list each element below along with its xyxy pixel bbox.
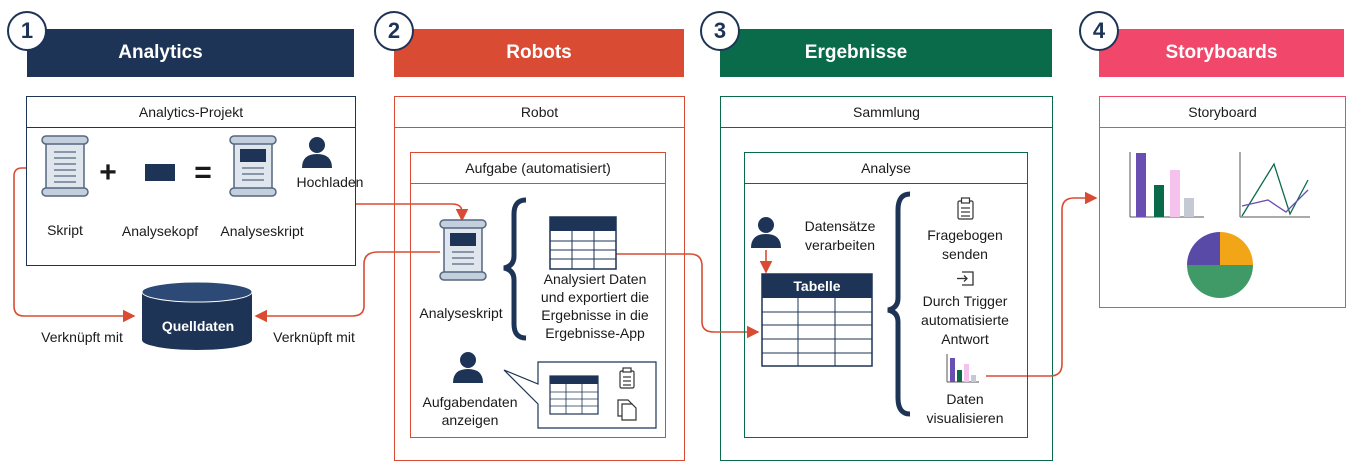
robots-header: Robots <box>394 29 684 77</box>
step-number-1: 1 <box>7 11 47 51</box>
analytics-project-title: Analytics-Projekt <box>27 97 355 128</box>
analysis-script-label: Analyseskript <box>220 223 304 239</box>
results-brace <box>887 191 911 417</box>
view-line-2: anzeigen <box>441 412 499 428</box>
task-brace <box>503 197 527 341</box>
process-line-1: Datensätze <box>804 218 876 234</box>
trigger-line-3: Antwort <box>941 331 989 347</box>
line-chart-icon <box>1239 152 1310 218</box>
table-header-label: Tabelle <box>793 278 841 294</box>
pie-chart-icon <box>1187 232 1253 298</box>
robot-panel-title: Robot <box>395 97 684 128</box>
robot-analysis-script-icon <box>439 219 487 281</box>
step-number-2: 2 <box>374 11 414 51</box>
equals-sign: = <box>194 156 212 189</box>
collection-panel-title: Sammlung <box>721 97 1052 128</box>
questionnaire-icon <box>957 197 974 220</box>
task-panel: Aufgabe (automatisiert) <box>410 152 666 438</box>
task-data-callout <box>503 361 657 429</box>
analysis-panel: Analyse <box>744 152 1028 438</box>
script-label: Skript <box>47 222 83 238</box>
step-number-4: 4 <box>1079 11 1119 51</box>
plus-sign: + <box>99 156 117 189</box>
view-line-1: Aufgabendaten <box>422 394 518 410</box>
analyze-line-2: und exportiert die <box>540 289 650 305</box>
analyze-line-1: Analysiert Daten <box>543 271 647 287</box>
questionnaire-line-2: senden <box>942 246 988 262</box>
results-header: Ergebnisse <box>720 29 1052 77</box>
task-panel-title: Aufgabe (automatisiert) <box>411 153 665 184</box>
link-right-label: Verknüpft mit <box>273 329 355 345</box>
storyboards-header: Storyboards <box>1099 29 1344 77</box>
visualize-line-1: Daten <box>946 391 984 407</box>
analysis-panel-title: Analyse <box>745 153 1027 184</box>
copy-icon <box>617 399 637 421</box>
link-left-label: Verknüpft mit <box>41 329 123 345</box>
link-right-arrow <box>254 251 440 323</box>
upload-label: Hochladen <box>296 174 364 190</box>
analyze-line-3: Ergebnisse in die <box>541 307 649 323</box>
results-table <box>761 273 873 367</box>
analysis-header-label: Analysekopf <box>121 223 199 239</box>
step-number-3: 3 <box>700 11 740 51</box>
script-icon <box>41 135 89 197</box>
trigger-line-1: Durch Trigger <box>922 293 1008 309</box>
source-data-label: Quelldaten <box>161 318 235 334</box>
export-arrow <box>616 253 760 339</box>
analysis-header-icon <box>145 164 175 181</box>
data-table-icon <box>549 216 617 270</box>
person-icon <box>302 137 332 168</box>
questionnaire-line-1: Fragebogen <box>927 227 1003 243</box>
storyboard-panel-title: Storyboard <box>1100 97 1345 128</box>
analysis-script-icon <box>229 135 277 197</box>
trigger-icon <box>957 271 974 286</box>
results-person-icon <box>751 217 781 248</box>
analyze-line-4: Ergebnisse-App <box>545 325 645 341</box>
analytics-header: Analytics <box>27 29 354 77</box>
clipboard-icon <box>619 367 635 389</box>
link-left-arrow <box>13 167 136 323</box>
database-icon <box>141 281 253 350</box>
storyboard-arrow <box>986 191 1098 377</box>
trigger-line-2: automatisierte <box>921 312 1009 328</box>
robot-script-label: Analyseskript <box>419 305 503 321</box>
bar-chart-icon <box>1129 152 1204 218</box>
viewer-person-icon <box>453 352 483 383</box>
visualize-chart-icon <box>946 354 979 383</box>
process-line-2: verarbeiten <box>804 237 876 253</box>
visualize-line-2: visualisieren <box>926 410 1004 426</box>
